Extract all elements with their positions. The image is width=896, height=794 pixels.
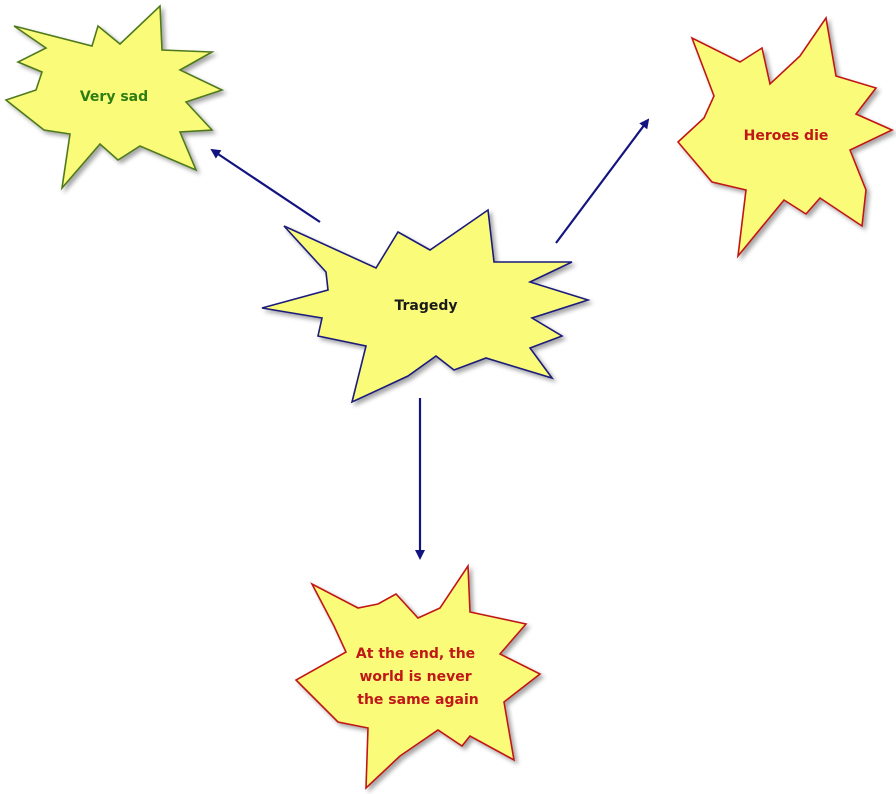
svg-text:At the end, the world is: At the end, the world is never the same … xyxy=(356,646,480,708)
svg-text:Tragedy: Tragedy xyxy=(394,298,457,314)
burst-shape-world-never-same xyxy=(294,563,542,790)
burst-node-tragedy[interactable]: Tragedy xyxy=(261,208,591,404)
arrow-to-very-sad xyxy=(210,148,321,223)
burst-node-very-sad[interactable]: Very sad xyxy=(4,4,225,191)
burst-shape-heroes-die xyxy=(676,15,894,259)
burst-node-world-never-same[interactable]: At the end, the world is never the same … xyxy=(294,563,542,790)
burst-shape-tragedy xyxy=(261,208,591,404)
svg-text:Very sad: Very sad xyxy=(80,89,148,105)
burst-node-heroes-die[interactable]: Heroes die xyxy=(676,15,894,259)
tragedy-label: Tragedy xyxy=(394,298,457,314)
heroes-die-label-line-1: Heroes die xyxy=(744,128,829,144)
very-sad-label-line-1: Very sad xyxy=(80,89,148,105)
world-label-line-3: the same again xyxy=(357,692,478,708)
burst-shape-very-sad xyxy=(4,4,225,191)
world-label-line-2: world is never xyxy=(359,669,471,685)
svg-text:Heroes die: Heroes die xyxy=(744,128,829,144)
connector-arrows xyxy=(210,118,650,560)
world-label-line-1: At the end, the xyxy=(356,646,475,662)
arrow-to-heroes-die xyxy=(555,118,650,244)
